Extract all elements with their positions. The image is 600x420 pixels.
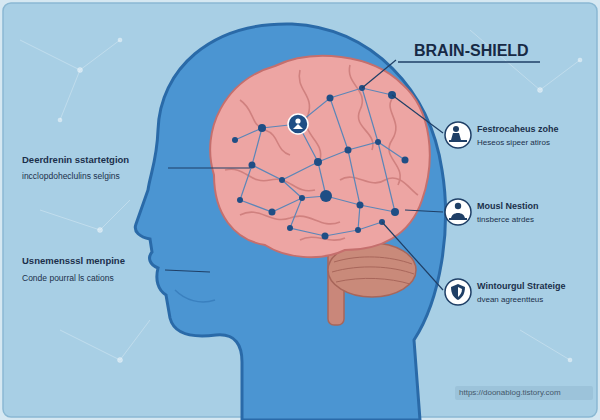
icon-heading: Wintourgul Strateige (477, 281, 565, 291)
side-heading: Usnemensssl menpine (22, 256, 125, 267)
brain-center-icon (288, 114, 308, 134)
side-subtext: Conde pourral ls cations (22, 274, 114, 284)
cerebellum-folds (332, 257, 414, 284)
icon-subtext: dvean agreentteus (477, 295, 543, 304)
jaw-line (175, 290, 215, 302)
head-silhouette (135, 24, 445, 420)
title: BRAIN-SHIELD (414, 42, 529, 60)
watermark: https://doonablog.tistory.com (459, 388, 561, 397)
side-heading: Deerdrenin sstartetgion (22, 155, 129, 166)
side-subtext: incclopdoheclulins selgins (22, 172, 120, 182)
icon-circles (445, 122, 471, 305)
leader-lines (165, 60, 540, 290)
icon-heading: Festrocaheus zohe (477, 124, 559, 134)
icon-subtext: tinsberce atrdes (477, 215, 534, 224)
neural-nodes (232, 85, 409, 240)
brain-gyri (225, 65, 418, 240)
watermark-patch (455, 386, 593, 400)
brain (210, 56, 430, 257)
icon-heading: Mousl Nestion (477, 201, 539, 211)
icon-subtext: Heseos sipeer atiros (477, 138, 550, 147)
neural-links (235, 88, 405, 236)
